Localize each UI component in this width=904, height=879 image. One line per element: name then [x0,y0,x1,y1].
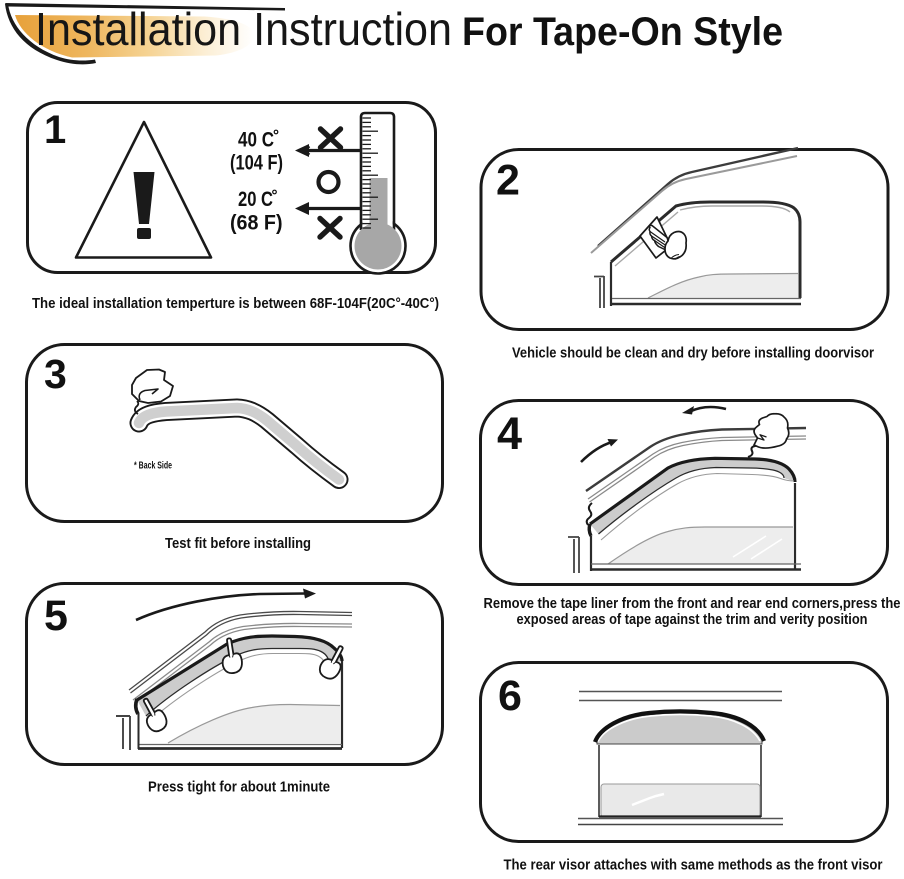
svg-text:Vehicle should be clean and dr: Vehicle should be clean and dry before i… [512,346,874,362]
svg-text:5: 5 [44,592,68,640]
svg-text:Installation Instruction: Installation Instruction [35,3,452,55]
svg-text:1: 1 [44,108,66,152]
svg-text:40 C: 40 C [238,129,274,152]
svg-text:(68 F): (68 F) [230,212,283,235]
svg-text:(104 F): (104 F) [230,152,283,175]
svg-text:Press tight for about 1minute: Press tight for about 1minute [148,780,330,796]
svg-text:Test fit before installing: Test fit before installing [165,536,311,552]
svg-text:* Back Side: * Back Side [134,461,172,472]
svg-text:6: 6 [498,672,522,720]
svg-text:Remove the tape liner from the: Remove the tape liner from the front and… [484,596,901,612]
svg-text:2: 2 [496,157,520,205]
svg-text:20 C: 20 C [238,188,273,211]
svg-text:3: 3 [44,351,67,397]
svg-text:4: 4 [497,408,522,459]
svg-text:exposed areas of tape against: exposed areas of tape against the trim a… [517,612,868,628]
svg-text:The ideal installation tempert: The ideal installation temperture is bet… [32,296,439,312]
svg-text:For Tape-On Style: For Tape-On Style [462,10,783,54]
svg-text:The rear visor attaches with s: The rear visor attaches with same method… [504,858,883,874]
